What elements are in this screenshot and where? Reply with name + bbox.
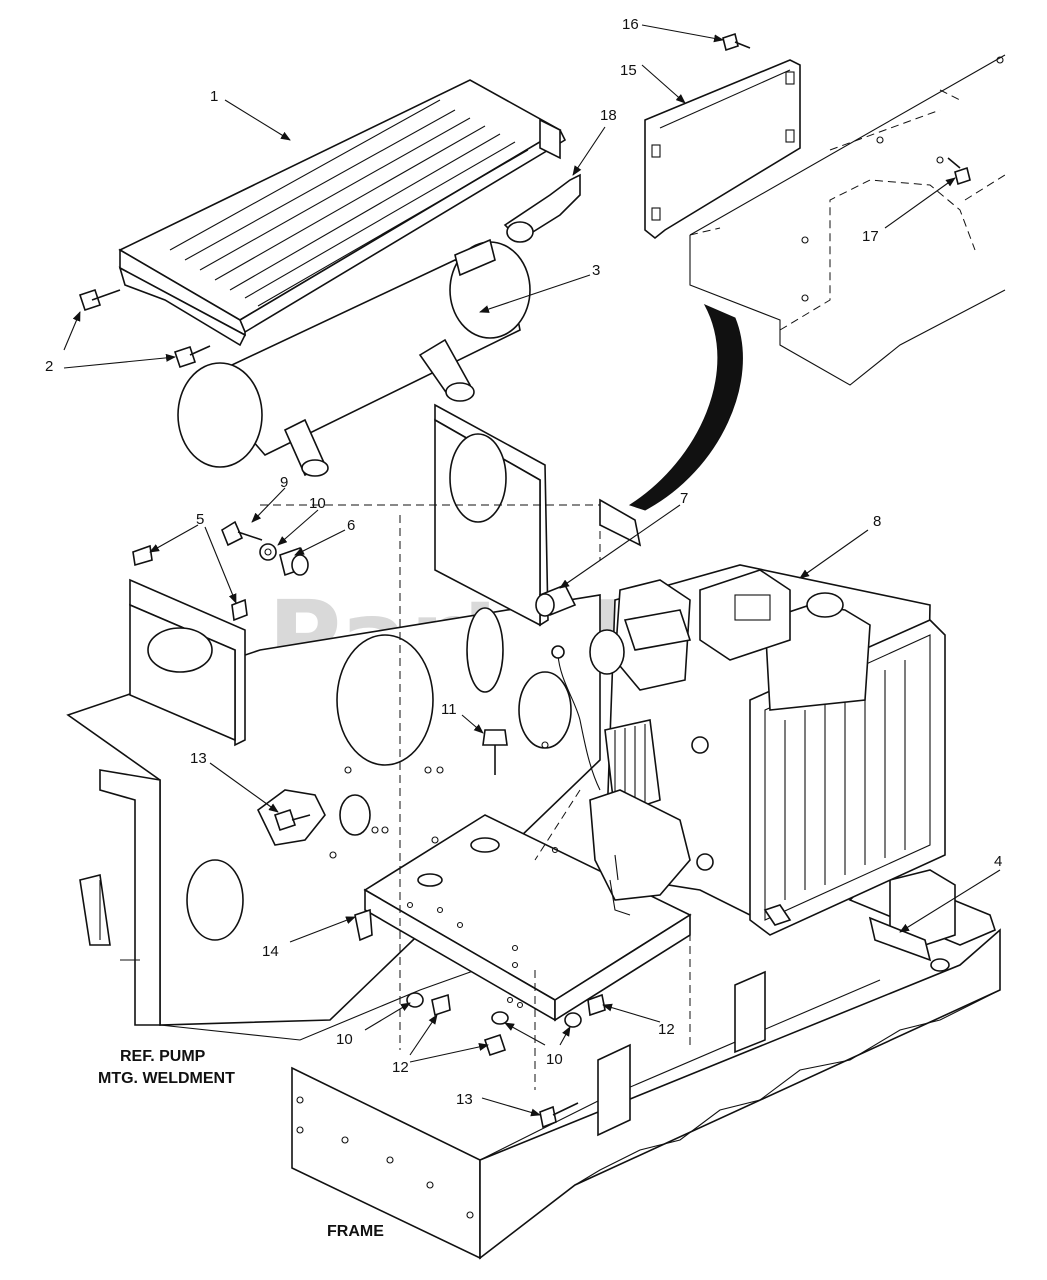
callout-14: 14 <box>262 943 279 960</box>
engine-mount-plate <box>363 814 692 1022</box>
frame-part <box>291 928 1001 1260</box>
callout-10a: 10 <box>309 495 326 512</box>
exhaust-tail-pipe <box>503 173 581 243</box>
hardware-parts <box>78 32 971 1129</box>
callout-16: 16 <box>622 16 639 33</box>
callout-1: 1 <box>210 88 218 105</box>
callout-8: 8 <box>873 513 881 530</box>
callout-2: 2 <box>45 358 53 375</box>
callout-labels: 1 2 3 4 5 6 7 8 9 10 10 10 11 12 12 13 1… <box>45 16 1002 1108</box>
callout-10b: 10 <box>336 1031 353 1048</box>
callout-11: 11 <box>441 701 457 718</box>
callout-12b: 12 <box>658 1021 675 1038</box>
callout-10c: 10 <box>546 1051 563 1068</box>
frame-caption: FRAME <box>327 1223 384 1240</box>
engine-support-bar <box>848 869 996 972</box>
callout-5: 5 <box>196 511 204 528</box>
callout-leaders <box>63 24 1001 1117</box>
pump-weldment-caption-line2: MTG. WELDMENT <box>98 1070 235 1087</box>
callout-4: 4 <box>994 853 1002 870</box>
shroud-plate <box>644 59 801 240</box>
muffler-bracket-right <box>434 403 642 627</box>
muffler-bracket-left <box>129 578 246 747</box>
callout-12a: 12 <box>392 1059 409 1076</box>
callout-17: 17 <box>862 228 879 245</box>
muffler <box>177 238 531 477</box>
callout-7: 7 <box>680 490 688 507</box>
callout-9: 9 <box>280 474 288 491</box>
callout-18: 18 <box>600 107 617 124</box>
callout-13b: 13 <box>456 1091 473 1108</box>
engine-assembly <box>551 564 946 936</box>
assembly-direction-arrow <box>628 303 743 511</box>
upper-frame-outline <box>689 54 1006 386</box>
pump-weldment-caption-line1: REF. PUMP <box>120 1048 206 1065</box>
assembly-guide-lines <box>260 504 691 1090</box>
callout-15: 15 <box>620 62 637 79</box>
callout-13a: 13 <box>190 750 207 767</box>
callout-6: 6 <box>347 517 355 534</box>
callout-3: 3 <box>592 262 600 279</box>
heat-shield-cover <box>118 79 567 347</box>
